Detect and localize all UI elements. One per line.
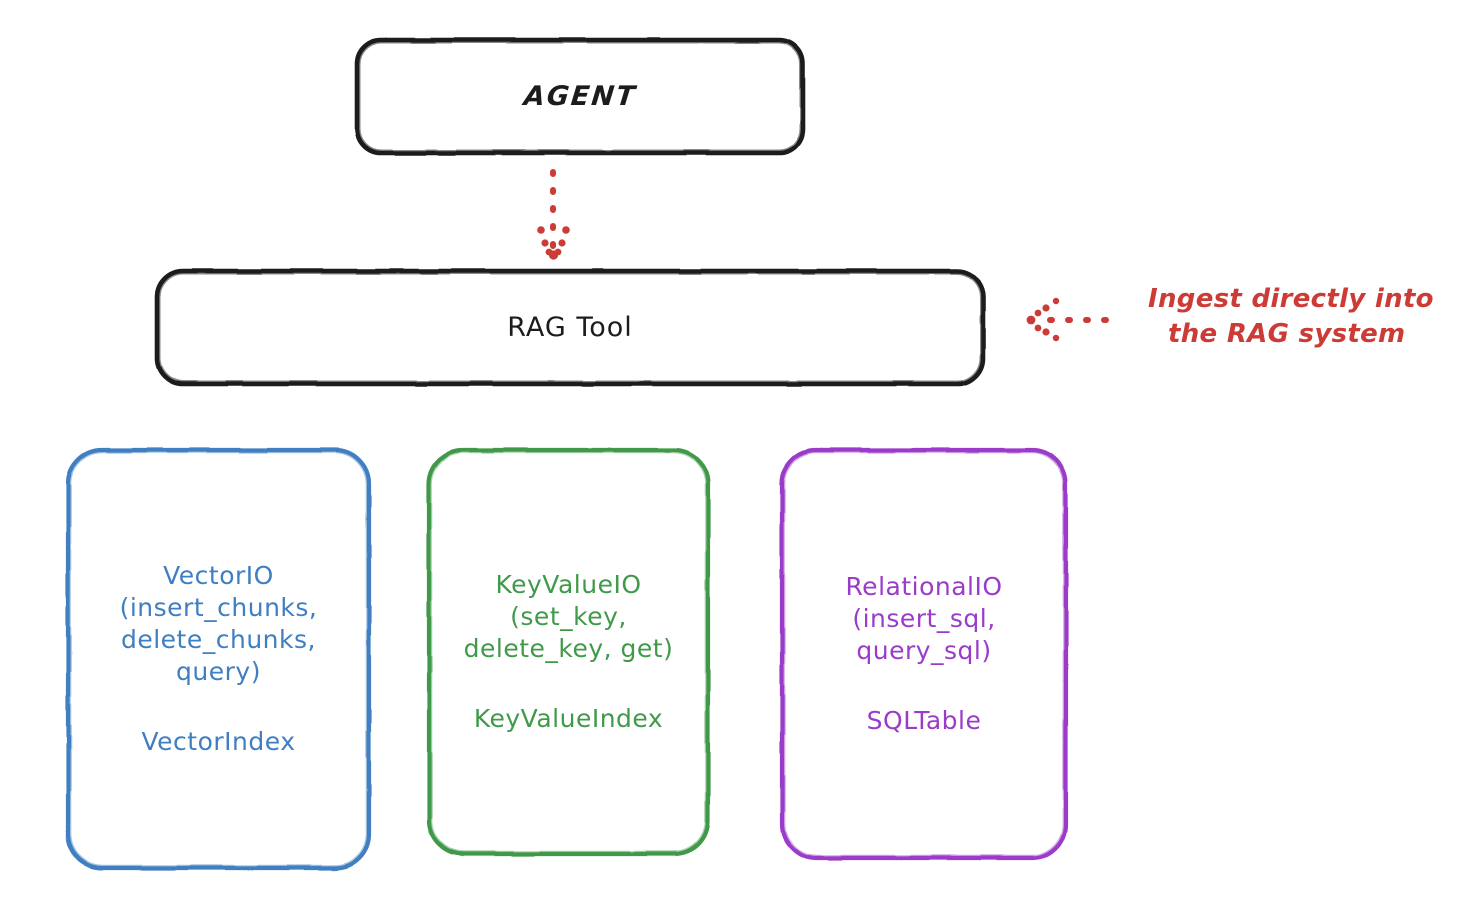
ingest-annotation: Ingest directly into the RAG system xyxy=(1148,282,1478,352)
vector-io-node[interactable]: VectorIO (insert_chunks, delete_chunks, … xyxy=(68,450,369,868)
agent-node-label: AGENT xyxy=(522,81,638,112)
relational-io-text: RelationalIO (insert_sql, query_sql) SQL… xyxy=(782,571,1066,737)
agent-node[interactable]: AGENT xyxy=(357,40,803,153)
agent-to-rag-arrow xyxy=(537,169,570,260)
ingest-annotation-line-2: the RAG system xyxy=(1168,319,1406,350)
rag-tool-node-label: RAG Tool xyxy=(507,312,633,343)
rag-tool-box-outline xyxy=(154,268,986,387)
key-value-io-node[interactable]: KeyValueIO (set_key, delete_key, get) Ke… xyxy=(429,450,708,854)
relational-io-index-label: SQLTable xyxy=(866,706,982,735)
key-value-io-api-label: KeyValueIO (set_key, delete_key, get) xyxy=(463,570,674,663)
agent-box-outline xyxy=(354,37,806,156)
relational-io-api-label: RelationalIO (insert_sql, query_sql) xyxy=(845,572,1003,665)
rag-tool-node[interactable]: RAG Tool xyxy=(157,271,983,384)
vector-io-index-label: VectorIndex xyxy=(141,727,296,756)
key-value-io-text: KeyValueIO (set_key, delete_key, get) Ke… xyxy=(429,569,708,735)
vector-io-box-outline xyxy=(65,447,372,871)
relational-io-box-outline xyxy=(779,447,1069,861)
annotation-to-rag-arrow xyxy=(1026,297,1123,342)
ingest-annotation-line-1: Ingest directly into xyxy=(1148,284,1434,314)
key-value-io-box-outline xyxy=(426,447,711,857)
relational-io-node[interactable]: RelationalIO (insert_sql, query_sql) SQL… xyxy=(782,450,1066,858)
vector-io-api-label: VectorIO (insert_chunks, delete_chunks, … xyxy=(119,561,318,686)
vector-io-text: VectorIO (insert_chunks, delete_chunks, … xyxy=(68,560,369,758)
key-value-io-index-label: KeyValueIndex xyxy=(473,704,664,733)
